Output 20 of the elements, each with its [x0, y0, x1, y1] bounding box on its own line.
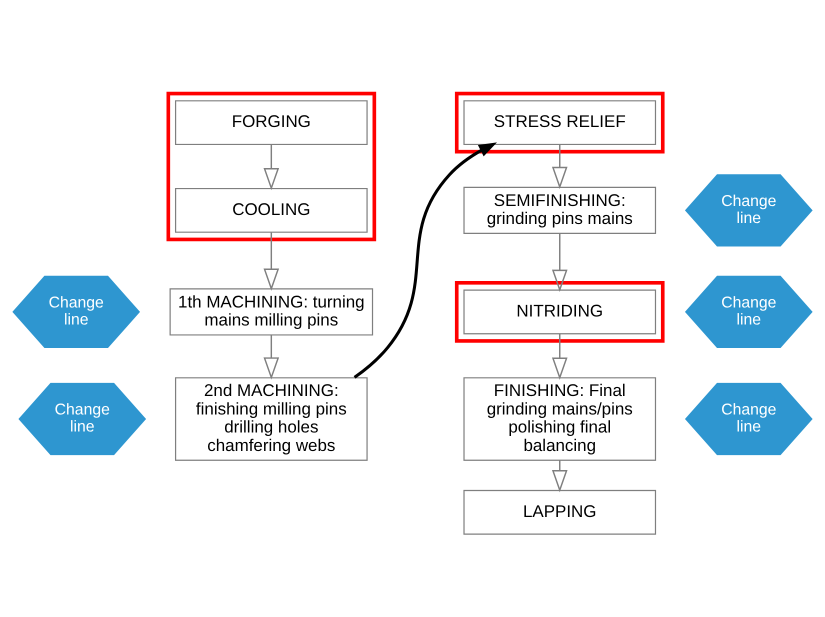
arrow: [552, 144, 568, 189]
node-box: SEMIFINISHING: grinding pins mains: [463, 186, 656, 234]
cluster: [454, 280, 665, 342]
node-box: FINISHING: Final grinding mains/pins polishing final balancing: [463, 376, 656, 460]
arrow: [552, 233, 568, 292]
node-box: FORGING: [174, 100, 368, 145]
arrow: [264, 334, 280, 380]
cluster: [166, 91, 376, 241]
node-box: 2nd MACHINING: finishing milling pins drilling holes chamfering webs: [174, 376, 368, 460]
arrow: [552, 460, 568, 492]
cluster: [454, 91, 665, 154]
node-box: 1th MACHINING: turning mains milling pins: [170, 288, 374, 336]
node-box: NITRIDING: [463, 289, 656, 334]
arrow: [264, 144, 280, 190]
node-box: STRESS RELIEF: [463, 100, 656, 145]
arrow: [354, 142, 497, 378]
arrow: [264, 232, 280, 290]
node-box: LAPPING: [463, 489, 656, 534]
node-box: COOLING: [174, 187, 368, 232]
arrow: [552, 333, 568, 380]
